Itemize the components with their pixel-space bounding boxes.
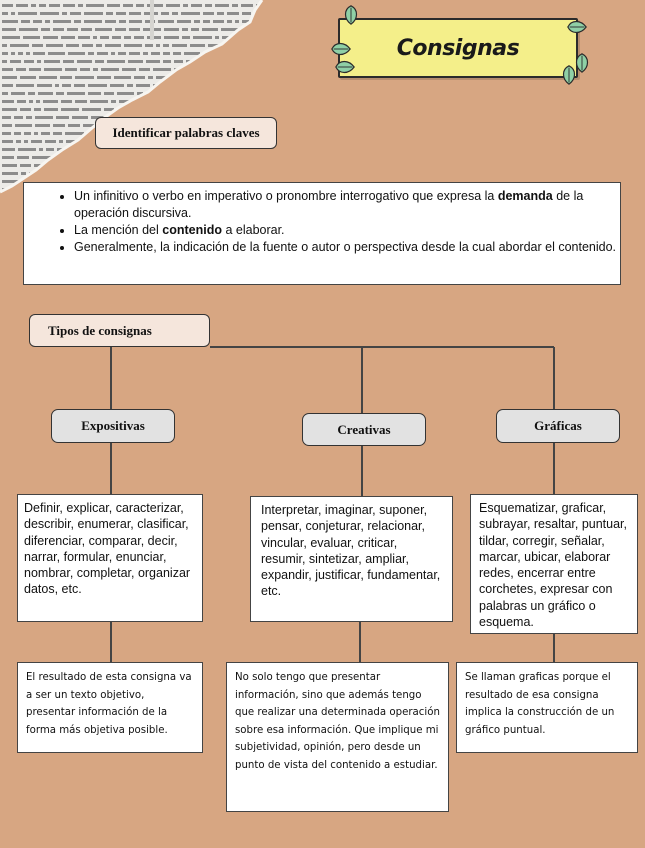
keywords-label-text: Identificar palabras claves: [112, 125, 259, 141]
leaf-icon: [566, 16, 588, 38]
leaf-icon: [334, 56, 356, 78]
bullet-item: Un infinitivo o verbo en imperativo o pr…: [74, 188, 620, 222]
connector-line: [361, 446, 363, 497]
type-label-creativas: Creativas: [302, 413, 426, 446]
connector-line: [361, 347, 363, 414]
bullet-list: Un infinitivo o verbo en imperativo o pr…: [24, 188, 620, 256]
leaf-icon: [340, 4, 362, 26]
connector-line: [359, 622, 361, 663]
title-banner: Consignas: [338, 18, 578, 78]
type-label-expositivas: Expositivas: [51, 409, 175, 443]
connector-line: [553, 634, 555, 662]
note-box-expositivas: El resultado de esta consigna va a ser u…: [17, 662, 203, 753]
keywords-label: Identificar palabras claves: [95, 117, 277, 149]
connector-line: [110, 347, 112, 410]
bullet-item: La mención del contenido a elaborar.: [74, 222, 620, 239]
keywords-bullet-box: Un infinitivo o verbo en imperativo o pr…: [23, 182, 621, 285]
note-box-creativas: No solo tengo que presentar información,…: [226, 662, 449, 812]
newspaper-clipping: [0, 0, 270, 200]
connector-line: [110, 622, 112, 662]
verbs-box-graficas: Esquematizar, graficar, subrayar, resalt…: [470, 494, 638, 634]
type-label-graficas: Gráficas: [496, 409, 620, 443]
bullet-item: Generalmente, la indicación de la fuente…: [74, 239, 620, 256]
types-label: Tipos de consignas: [29, 314, 210, 347]
connector-line: [210, 346, 554, 348]
page-title: Consignas: [397, 36, 519, 61]
connector-line: [110, 443, 112, 495]
note-box-graficas: Se llaman graficas porque el resultado d…: [456, 662, 638, 753]
verbs-box-expositivas: Definir, explicar, caracterizar, describ…: [17, 494, 203, 622]
verbs-box-creativas: Interpretar, imaginar, suponer, pensar, …: [250, 496, 453, 622]
connector-line: [553, 443, 555, 495]
leaf-icon: [558, 64, 580, 86]
types-label-text: Tipos de consignas: [48, 323, 152, 339]
connector-line: [553, 347, 555, 410]
